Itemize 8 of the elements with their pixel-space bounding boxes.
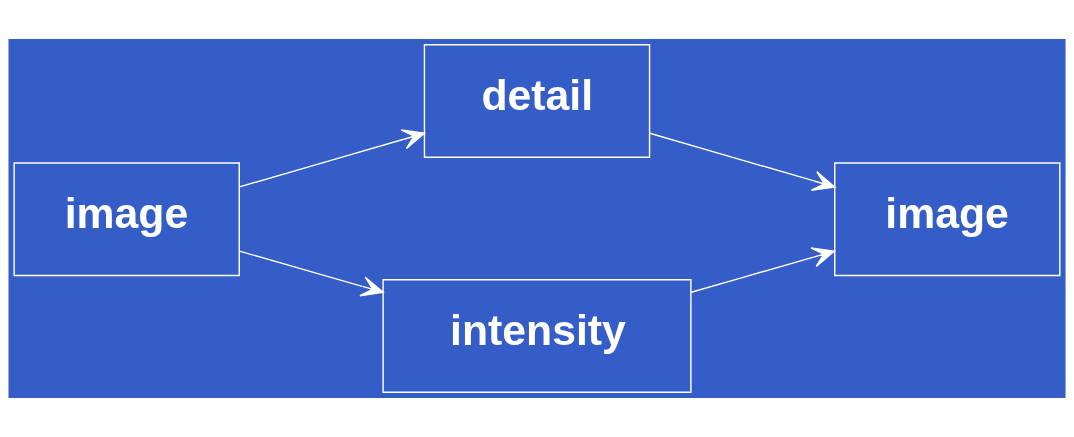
node-box: image: [13, 162, 240, 277]
node-box: detail: [423, 44, 651, 158]
arrow: [649, 132, 836, 191]
node-box: intensity: [382, 279, 692, 393]
arrow: [238, 250, 384, 297]
arrow: [690, 247, 835, 293]
node-box: image: [834, 162, 1061, 277]
arrow: [238, 129, 426, 188]
